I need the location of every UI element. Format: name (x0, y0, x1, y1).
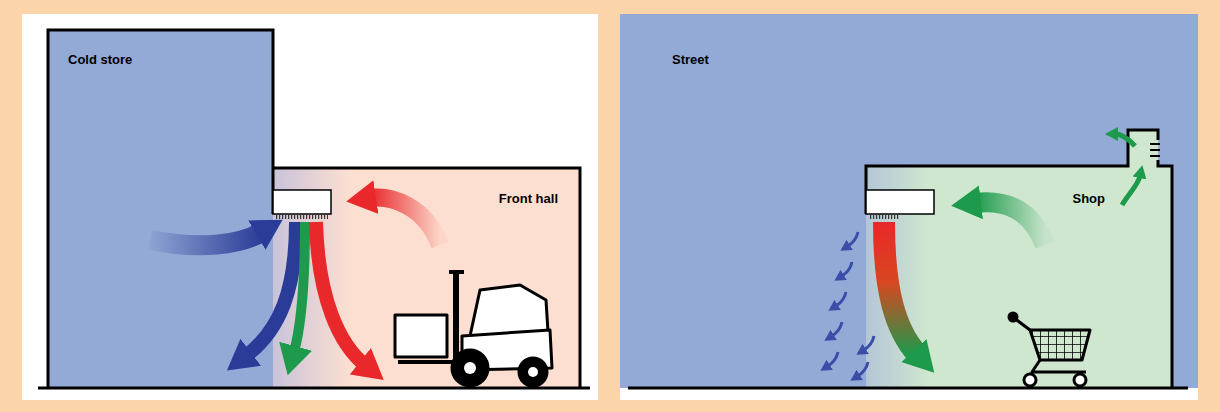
shopping-cart-icon (1009, 313, 1090, 386)
forklift-cab (470, 285, 548, 336)
outside-air-arrow (836, 292, 846, 306)
shop-fill (866, 166, 1172, 388)
cold-store-fill (48, 30, 273, 388)
curtain-housing (273, 190, 331, 214)
vent-louvres (1150, 144, 1160, 156)
curtain-housing (866, 190, 934, 214)
forklift-wheel (452, 350, 488, 386)
cold-air-arrow (246, 222, 296, 356)
cart-wheel (1024, 374, 1036, 386)
exhaust-arrow (1116, 134, 1135, 146)
vent-louvre (1150, 155, 1160, 157)
outside-air-arrow (864, 336, 874, 350)
room-label: Street (672, 52, 709, 68)
forklift-hub (528, 367, 538, 377)
floor-line (38, 387, 590, 390)
front-hall-room: Front hall (273, 168, 580, 388)
return-air-arrow (975, 202, 1045, 245)
forklift-mast (449, 270, 464, 274)
outside-air-arrow (832, 322, 842, 336)
cart-grip (1009, 313, 1017, 321)
shop-room: Shop (866, 166, 1172, 388)
vent-louvre (1150, 149, 1160, 151)
curtain-grille (276, 214, 328, 219)
panel-ground (620, 14, 1198, 400)
forklift-wheel (519, 358, 547, 386)
cart-wheel (1074, 374, 1086, 386)
vent-louvre (1150, 143, 1160, 145)
room-label: Shop (1073, 191, 1106, 207)
left-panel (22, 14, 598, 400)
front-hall-fill (273, 168, 580, 388)
outside-air-arrow (828, 352, 838, 366)
shop-wall (1158, 160, 1172, 388)
room-label: Front hall (499, 191, 558, 207)
street-fill (620, 14, 1198, 388)
exhaust-arrow (1122, 176, 1140, 205)
forklift-hub (464, 362, 476, 374)
cold-store-room: Cold store (48, 30, 273, 388)
cart-frame (1032, 360, 1086, 372)
right-panel (620, 14, 1198, 400)
room-label: Cold store (68, 52, 132, 68)
street-area: StreetShop (620, 14, 1198, 388)
outside-air-arrow (858, 362, 868, 376)
warm-air-arrow (370, 198, 440, 245)
cart-basket (1030, 330, 1090, 360)
front-hall-wall (273, 168, 580, 388)
outside-air-arrows (828, 232, 874, 376)
outside-air-arrow (848, 232, 858, 246)
air-flow-arrows (828, 134, 1140, 376)
curtain-grille (869, 214, 899, 219)
cold-air-arrow (150, 232, 262, 245)
forklift-load (395, 315, 447, 357)
curtain-air-arrow (294, 222, 305, 352)
cold-store-wall (48, 30, 273, 388)
outside-air-arrow (842, 262, 852, 276)
forklift-icon (395, 272, 552, 386)
panel-ground (22, 14, 598, 400)
vent-fill (1128, 130, 1158, 166)
air-curtain-unit (273, 190, 331, 219)
floor-line (628, 387, 1188, 390)
curtain-air-arrow (884, 222, 918, 355)
air-curtain-unit (866, 190, 934, 219)
warm-air-arrow (316, 222, 365, 365)
forklift-forks (398, 360, 458, 364)
